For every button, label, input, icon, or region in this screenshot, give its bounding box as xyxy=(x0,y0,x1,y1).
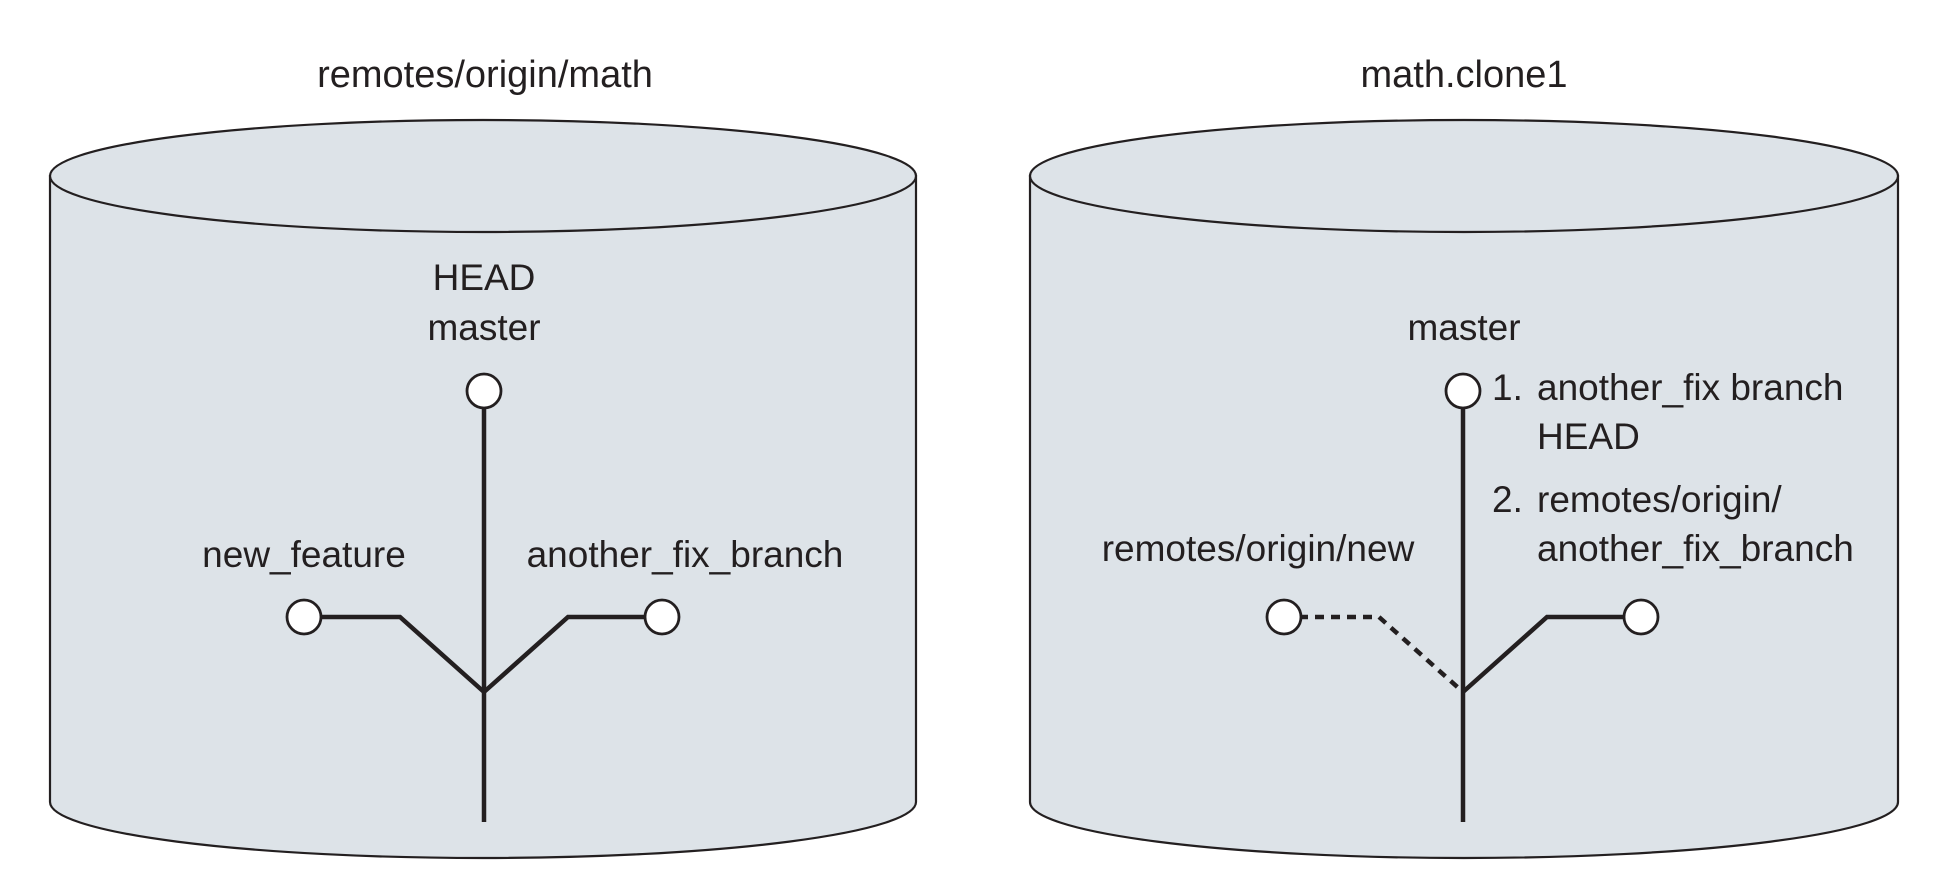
right-repository: math.clone1 master remotes/origin/new 1.… xyxy=(1028,54,1900,860)
right-note-2: 2. remotes/origin/ another_fix_branch xyxy=(1492,479,1854,569)
left-master-commit xyxy=(465,372,503,410)
left-another-fix-label: another_fix_branch xyxy=(527,534,844,575)
left-new-feature-label: new_feature xyxy=(202,534,406,575)
left-new-feature-edge xyxy=(318,614,486,694)
left-repository: remotes/origin/math HEAD master new_feat… xyxy=(48,54,918,860)
right-note-1-line-2: HEAD xyxy=(1537,416,1640,457)
left-repo-title: remotes/origin/math xyxy=(317,54,653,96)
right-note-2-line-2: another_fix_branch xyxy=(1537,528,1854,569)
left-cylinder-top xyxy=(48,118,918,234)
right-repo-title: math.clone1 xyxy=(1360,54,1567,96)
left-new-feature-commit xyxy=(285,598,323,636)
left-another-fix-edge xyxy=(482,614,648,694)
left-master-label: master xyxy=(427,307,540,348)
left-head-label: HEAD xyxy=(433,257,536,298)
right-cylinder-top xyxy=(1028,118,1900,234)
right-note-2-number: 2. xyxy=(1492,479,1523,520)
left-another-fix-commit xyxy=(643,598,681,636)
right-remote-new-commit xyxy=(1265,598,1303,636)
right-note-2-line-1: remotes/origin/ xyxy=(1537,479,1782,520)
right-master-commit xyxy=(1444,372,1482,410)
right-master-label: master xyxy=(1407,307,1520,348)
right-remote-new-dashed-edge xyxy=(1299,614,1465,694)
right-remote-new-label: remotes/origin/new xyxy=(1102,528,1415,569)
right-another-fix-commit xyxy=(1622,598,1660,636)
right-note-1-line-1: another_fix branch xyxy=(1537,367,1843,408)
right-note-1-number: 1. xyxy=(1492,367,1523,408)
right-note-1: 1. another_fix branch HEAD xyxy=(1492,367,1843,457)
right-another-fix-edge xyxy=(1461,614,1627,694)
